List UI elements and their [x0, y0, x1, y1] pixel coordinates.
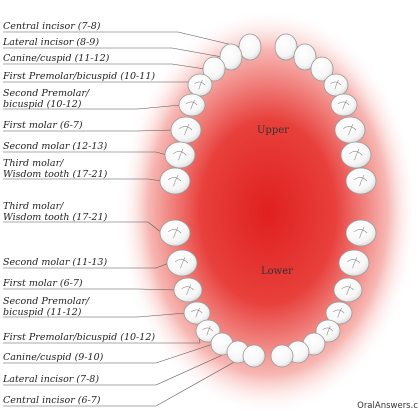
lower-canine-cuspid-label: Canine/cuspid (9-10): [3, 352, 103, 363]
upper-teeth: [159, 33, 377, 195]
upper-third-molar-leader-line: [3, 178, 163, 182]
upper-central-incisor-label: Central incisor (7-8): [3, 21, 100, 32]
upper-first-molar-label-line1: First molar (6-7): [3, 120, 83, 131]
upper-left-second-premolar: [178, 93, 206, 117]
lower-second-molar-label: Second molar (11-13): [3, 257, 107, 268]
lower-third-molar-label-line1: Third molar/: [3, 201, 64, 212]
upper-lateral-incisor-leader-line: [3, 47, 223, 58]
upper-second-premolar-leader-line: [3, 104, 182, 110]
lower-right-first-molar: [333, 277, 363, 303]
lower-jaw-label: Lower: [261, 266, 293, 277]
lower-second-molar-label-line1: Second molar (11-13): [3, 257, 108, 268]
gum-background: [118, 8, 418, 416]
upper-left-central-incisor: [238, 33, 262, 61]
lower-right-central-incisor: [270, 344, 294, 368]
upper-second-molar-leader-line: [3, 151, 168, 156]
upper-right-second-premolar: [330, 93, 358, 117]
lower-lateral-incisor-leader-line: [3, 351, 230, 386]
lower-right-second-premolar: [325, 301, 353, 325]
lower-central-incisor-label-line1: Central incisor (6-7): [3, 395, 101, 406]
upper-right-first-molar: [334, 116, 366, 144]
upper-left-first-molar: [170, 116, 202, 144]
credit-text: OralAnswers.c: [357, 401, 418, 411]
lower-second-premolar-label-line2: bicuspid (11-12): [3, 307, 82, 318]
upper-right-second-molar: [340, 141, 372, 169]
lower-second-premolar-label: Second Premolar/bicuspid (11-12): [3, 296, 89, 318]
lower-first-premolar-label: First Premolar/bicuspid (10-12): [3, 332, 155, 343]
upper-third-molar-label-line2: Wisdom tooth (17-21): [3, 169, 108, 180]
lower-left-third-molar: [159, 219, 191, 247]
lower-second-premolar-label-line1: Second Premolar/: [3, 296, 90, 307]
lower-lateral-incisor-label-line1: Lateral incisor (7-8): [3, 374, 100, 385]
lower-central-incisor-leader-line: [3, 355, 246, 407]
upper-lateral-incisor-label-line1: Lateral incisor (8-9): [3, 37, 100, 48]
upper-second-premolar-label: Second Premolar/bicuspid (10-12): [3, 88, 89, 110]
lower-left-second-premolar: [183, 301, 211, 325]
lower-second-molar-leader-line: [3, 262, 170, 269]
lower-canine-cuspid-label-line1: Canine/cuspid (9-10): [3, 352, 104, 363]
upper-central-incisor-label-line1: Central incisor (7-8): [3, 21, 101, 32]
upper-left-lateral-incisor: [219, 43, 243, 71]
upper-jaw-label: Upper: [257, 125, 289, 136]
lower-first-molar-label: First molar (6-7): [3, 278, 83, 289]
upper-left-canine-cuspid: [202, 56, 226, 82]
upper-right-third-molar: [345, 167, 377, 195]
upper-canine-cuspid-label-line1: Canine/cuspid (11-12): [3, 53, 110, 64]
upper-central-incisor-leader-line: [3, 31, 242, 48]
upper-third-molar-label: Third molar/Wisdom tooth (17-21): [3, 158, 107, 180]
lower-first-premolar-label-line1: First Premolar/bicuspid (10-12): [3, 332, 156, 343]
lower-third-molar-label: Third molar/Wisdom tooth (17-21): [3, 201, 107, 223]
upper-lateral-incisor-label: Lateral incisor (8-9): [3, 37, 99, 48]
lower-third-molar-label-line2: Wisdom tooth (17-21): [3, 212, 108, 223]
upper-right-canine-cuspid: [310, 56, 334, 82]
lower-second-premolar-leader-line: [3, 312, 187, 318]
upper-left-first-premolar: [187, 73, 213, 97]
upper-canine-cuspid-leader-line: [3, 63, 206, 70]
upper-first-molar-label: First molar (6-7): [3, 120, 83, 131]
lower-left-first-molar: [173, 277, 203, 303]
lower-central-incisor-label: Central incisor (6-7): [3, 395, 100, 406]
upper-second-molar-label: Second molar (12-13): [3, 141, 107, 152]
upper-third-molar-label-line1: Third molar/: [3, 158, 64, 169]
lower-first-molar-label-line1: First molar (6-7): [3, 278, 83, 289]
upper-first-premolar-label: First Premolar/bicuspid (10-11): [3, 71, 155, 82]
lower-canine-cuspid-leader-line: [3, 343, 214, 364]
lower-lateral-incisor-label: Lateral incisor (7-8): [3, 374, 99, 385]
lower-right-third-molar: [345, 219, 377, 247]
lower-teeth: [159, 219, 377, 368]
upper-right-central-incisor: [274, 33, 298, 61]
lower-left-central-incisor: [242, 344, 266, 368]
upper-right-lateral-incisor: [293, 43, 317, 71]
lower-third-molar-leader-line: [3, 221, 163, 234]
upper-first-premolar-label-line1: First Premolar/bicuspid (10-11): [3, 71, 156, 82]
lower-left-second-molar: [166, 249, 198, 277]
lower-right-second-molar: [338, 249, 370, 277]
upper-first-molar-leader-line: [3, 129, 174, 132]
upper-left-third-molar: [159, 167, 191, 195]
lower-first-molar-leader-line: [3, 288, 177, 291]
upper-canine-cuspid-label: Canine/cuspid (11-12): [3, 53, 109, 64]
upper-right-first-premolar: [323, 73, 349, 97]
upper-second-premolar-label-line2: bicuspid (10-12): [3, 99, 82, 110]
upper-second-molar-label-line1: Second molar (12-13): [3, 141, 108, 152]
upper-left-second-molar: [164, 141, 196, 169]
upper-second-premolar-label-line1: Second Premolar/: [3, 88, 90, 99]
